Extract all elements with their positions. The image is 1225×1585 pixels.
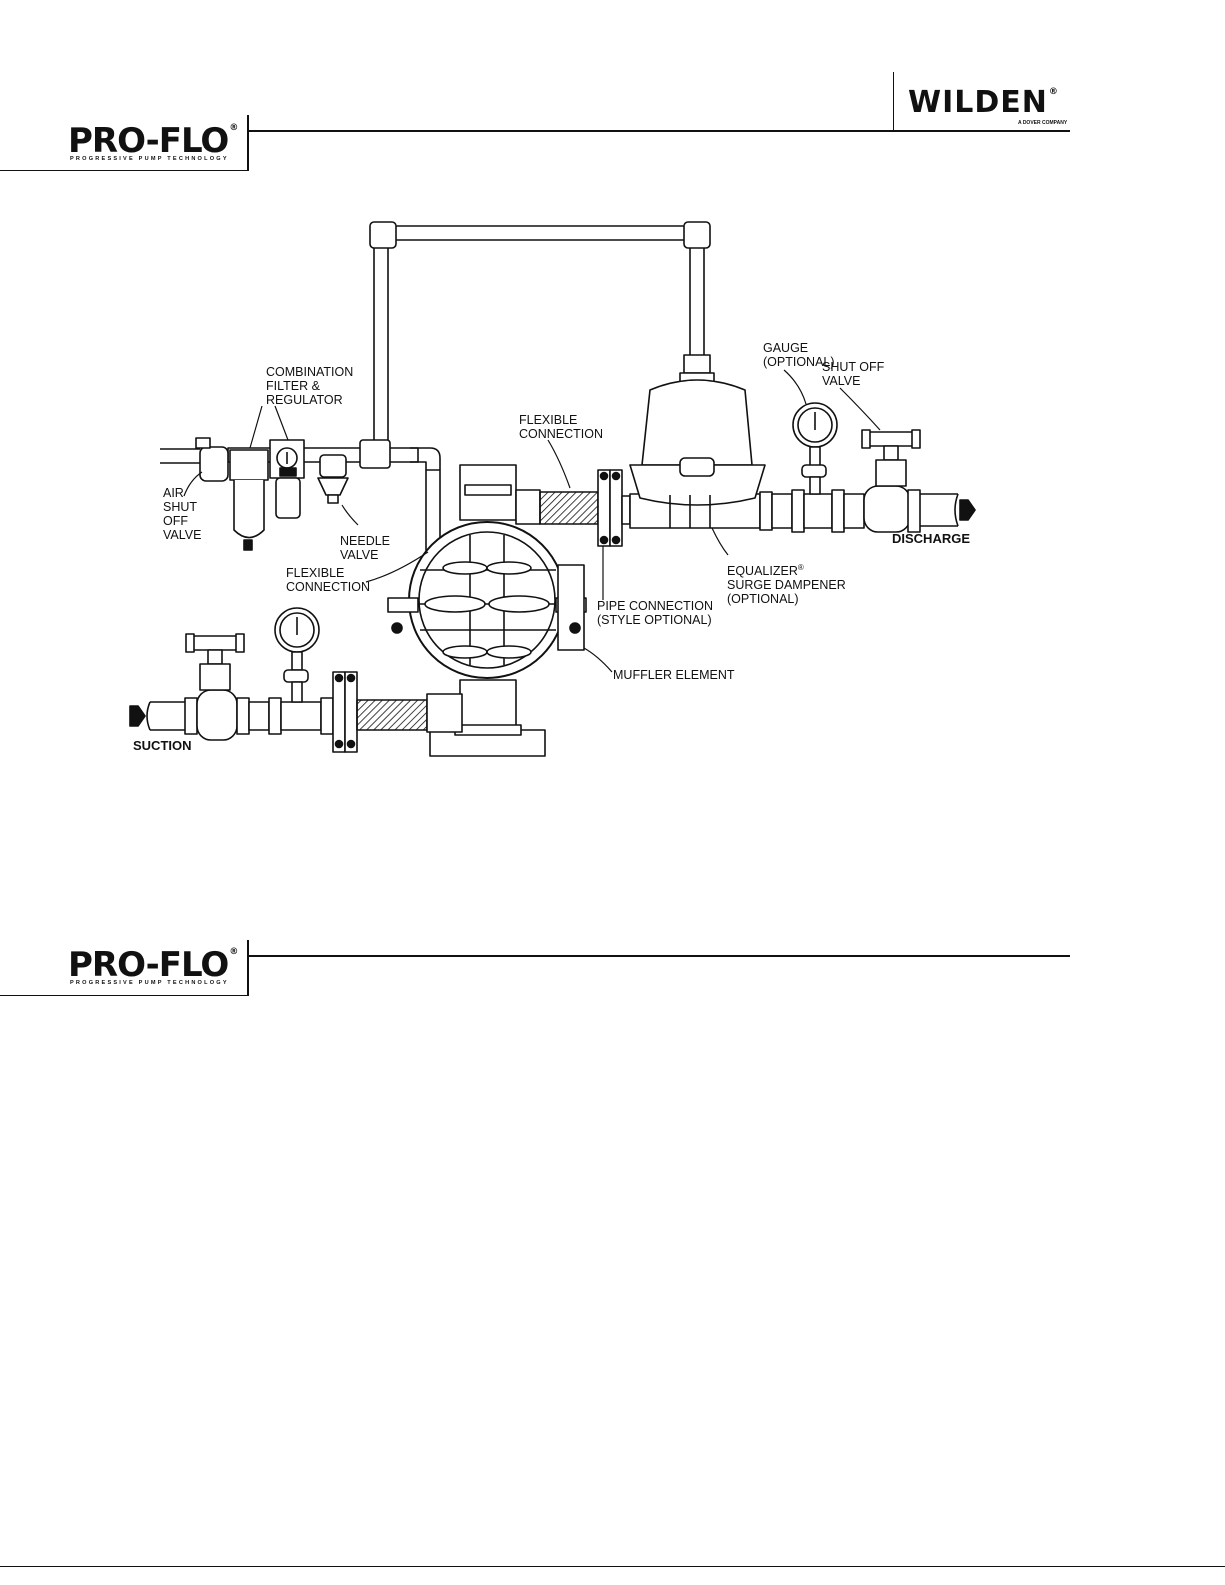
proflo-logo-text: PRO-FLO (68, 121, 229, 161)
wilden-tagline: A DOVER COMPANY (1018, 120, 1068, 126)
suction-gauge-shape (274, 607, 320, 703)
proflo-footer-tagline: PROGRESSIVE PUMP TECHNOLOGY (70, 980, 229, 986)
wilden-logo-text: WILDEN (908, 85, 1048, 120)
proflo-footer-logo-text: PRO-FLO (68, 945, 229, 985)
leader-lines (183, 369, 881, 673)
suction-shutoff-valve-shape (185, 633, 245, 691)
label-flexible-connection-left: FLEXIBLE CONNECTION (286, 566, 371, 594)
label-gauge: GAUGE (OPTIONAL) (763, 341, 835, 369)
surge-dampener-shape (629, 354, 766, 528)
footer-corner-rule (0, 995, 249, 996)
header-vertical-rule-right (893, 72, 894, 130)
label-equalizer-reg: ® (797, 563, 804, 572)
overhead-air-line (369, 221, 711, 447)
label-muffler-element: MUFFLER ELEMENT (613, 668, 735, 682)
label-equalizer-name: EQUALIZER (727, 564, 798, 579)
footer-vertical-rule-left (247, 940, 249, 996)
label-equalizer-rest: SURGE DAMPENER (OPTIONAL) (727, 578, 846, 607)
air-shut-off-valve-shape (195, 437, 229, 482)
label-needle-valve: NEEDLE VALVE (340, 534, 391, 562)
discharge-gauge-shape (792, 402, 838, 495)
header-horizontal-rule (247, 130, 1070, 132)
proflo-logo-header: PRO-FLO® PROGRESSIVE PUMP TECHNOLOGY (68, 124, 238, 164)
wilden-logo: WILDEN® A DOVER COMPANY (908, 88, 1073, 128)
suction-piping (129, 671, 463, 753)
label-discharge: DISCHARGE (892, 531, 971, 546)
page-bottom-rule (0, 1566, 1225, 1567)
label-shut-off-valve: SHUT OFF VALVE (822, 360, 885, 388)
proflo-reg-mark: ® (229, 123, 238, 133)
filter-regulator-shape (229, 439, 305, 551)
pump-installation-diagram (129, 221, 976, 757)
needle-valve-shape (317, 454, 349, 504)
label-suction: SUCTION (133, 738, 192, 753)
discharge-shutoff-valve-shape (861, 429, 921, 487)
label-air-shut-off-valve: AIR SHUT OFF VALVE (163, 486, 202, 542)
proflo-logo-footer: PRO-FLO® PROGRESSIVE PUMP TECHNOLOGY (68, 948, 238, 988)
label-pipe-connection: PIPE CONNECTION (STYLE OPTIONAL) (597, 599, 713, 627)
header-vertical-rule-left (247, 115, 249, 171)
label-combination-filter-regulator: COMBINATION FILTER & REGULATOR (266, 365, 354, 407)
wilden-reg-mark: ® (1048, 87, 1059, 97)
header-corner-rule (0, 170, 249, 171)
label-flexible-connection-top: FLEXIBLE CONNECTION (519, 413, 604, 441)
footer-horizontal-rule (247, 955, 1070, 957)
label-equalizer-surge-dampener: EQUALIZER® SURGE DAMPENER (OPTIONAL) (727, 561, 846, 606)
proflo-tagline: PROGRESSIVE PUMP TECHNOLOGY (70, 156, 229, 162)
proflo-footer-reg-mark: ® (229, 947, 238, 957)
